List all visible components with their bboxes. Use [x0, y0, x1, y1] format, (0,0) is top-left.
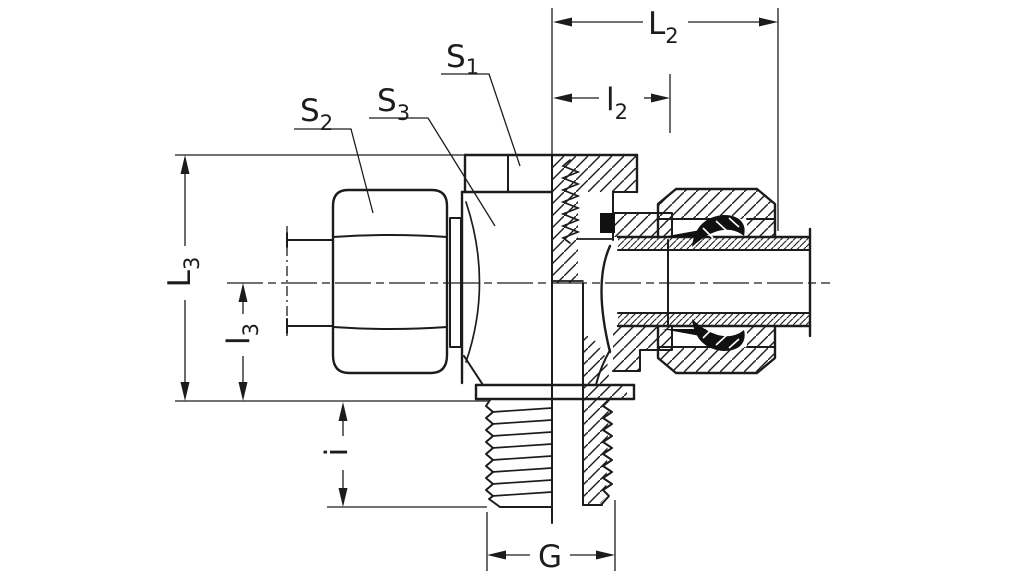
dim-l2: l2: [553, 74, 671, 133]
leader-S3: S3: [369, 83, 496, 227]
dim-l3: l3: [221, 283, 263, 401]
top-hex-section-hatch: [552, 155, 637, 283]
body-hex-s3: [460, 190, 484, 386]
dim-i: i: [319, 402, 487, 508]
right-nut-section: [656, 187, 777, 375]
right-port-assembly: [612, 187, 812, 375]
label-G: G: [538, 539, 562, 575]
tube-section: [616, 227, 812, 338]
bolt-seal: [600, 213, 615, 233]
dim-G: G: [486, 500, 616, 575]
seal-top: [662, 215, 745, 247]
label-i: i: [319, 448, 355, 457]
top-hex-s1-left: [460, 153, 554, 194]
thread-crest-zigzag-left: [485, 399, 501, 508]
male-stud-g: [485, 282, 613, 508]
center-section: [463, 153, 639, 386]
label-S2: S2: [300, 93, 333, 135]
seal-bottom: [662, 319, 745, 351]
label-l2: l2: [606, 82, 628, 124]
dimensions: L2 l2 L3 l3: [162, 6, 779, 575]
left-port-assembly: [286, 153, 636, 401]
label-S3: S3: [377, 83, 410, 125]
body-funnel-hatch: [583, 332, 610, 385]
label-L2: L2: [648, 6, 679, 48]
dim-L3: L3: [162, 154, 490, 402]
leader-S1: S1: [441, 39, 521, 167]
sleeve-section: [612, 212, 673, 372]
thread-flank-lines: [491, 407, 553, 497]
funnel-outline: [595, 349, 611, 386]
tube-top-wall-hatch: [618, 237, 810, 250]
vertical-thread-zigzag: [560, 159, 581, 244]
label-l3: l3: [221, 323, 263, 345]
tube-bottom-wall-hatch: [618, 313, 810, 326]
right-nut-top-hatch: [658, 189, 775, 237]
thread-zigzag-section-right: [600, 399, 613, 506]
label-S1: S1: [446, 39, 479, 79]
collar: [474, 383, 636, 401]
tube-stub: [286, 232, 334, 334]
swivel-nut-s2: [331, 188, 449, 375]
collar-section-hatch: [583, 386, 627, 399]
ball-joint-arc: [600, 244, 612, 354]
dim-L2: L2: [553, 6, 779, 231]
label-L3: L3: [162, 257, 204, 288]
leader-S2: S2: [294, 93, 374, 214]
